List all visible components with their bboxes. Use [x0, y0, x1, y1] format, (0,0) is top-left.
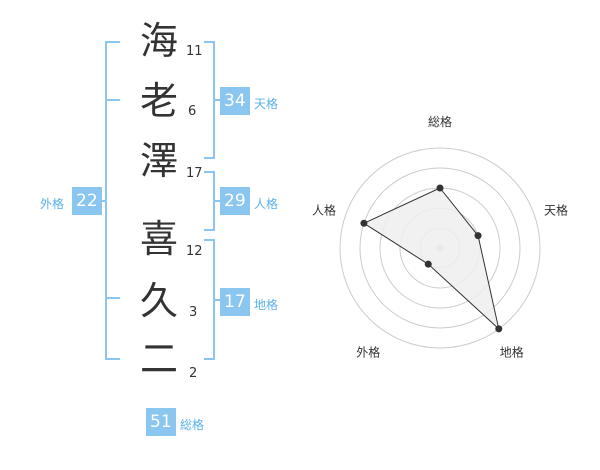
radar-axis-label-2: 天格: [544, 202, 568, 217]
stroke-count-3: 17: [186, 166, 203, 181]
radar-grid-ring: [339, 147, 541, 349]
radar-point-2: [474, 232, 482, 240]
soukaku-label: 総格: [180, 418, 205, 432]
stroke-count-1: 11: [186, 44, 203, 59]
radar-axis-label-1: 総格: [428, 114, 452, 129]
radar-axis-label-3: 地格: [500, 345, 524, 360]
radar-series-polygon: [362, 187, 500, 331]
stroke-count-4: 12: [186, 244, 203, 259]
gaikaku-value: 22: [72, 187, 102, 215]
name-char-2: 老: [140, 79, 179, 123]
name-char-4: 喜: [140, 217, 179, 261]
tenkaku-value: 34: [220, 87, 250, 115]
stroke-count-6: 2: [189, 366, 198, 381]
chikaku-label: 地格: [254, 298, 279, 312]
gaikaku-label: 外格: [40, 197, 65, 211]
tenkaku-label: 天格: [254, 97, 279, 111]
stroke-count-5: 3: [189, 305, 198, 320]
name-char-5: 久: [140, 279, 179, 323]
radar-axis-label-5: 人格: [312, 202, 336, 217]
radar-point-5: [360, 219, 368, 227]
radar-point-4: [424, 260, 432, 268]
name-char-6: 二: [140, 337, 179, 381]
name-char-1: 海: [140, 19, 179, 63]
jinkaku-label: 人格: [254, 197, 279, 211]
radar-axis-label-4: 外格: [356, 345, 380, 360]
name-char-3: 澤: [140, 139, 179, 183]
stroke-count-2: 6: [188, 104, 197, 119]
radar-point-1: [436, 184, 444, 192]
chikaku-value: 17: [220, 288, 250, 316]
radar-point-3: [495, 325, 503, 333]
jinkaku-value: 29: [220, 187, 250, 215]
soukaku-value: 51: [146, 408, 176, 436]
radar-grid-ring: [359, 167, 521, 329]
